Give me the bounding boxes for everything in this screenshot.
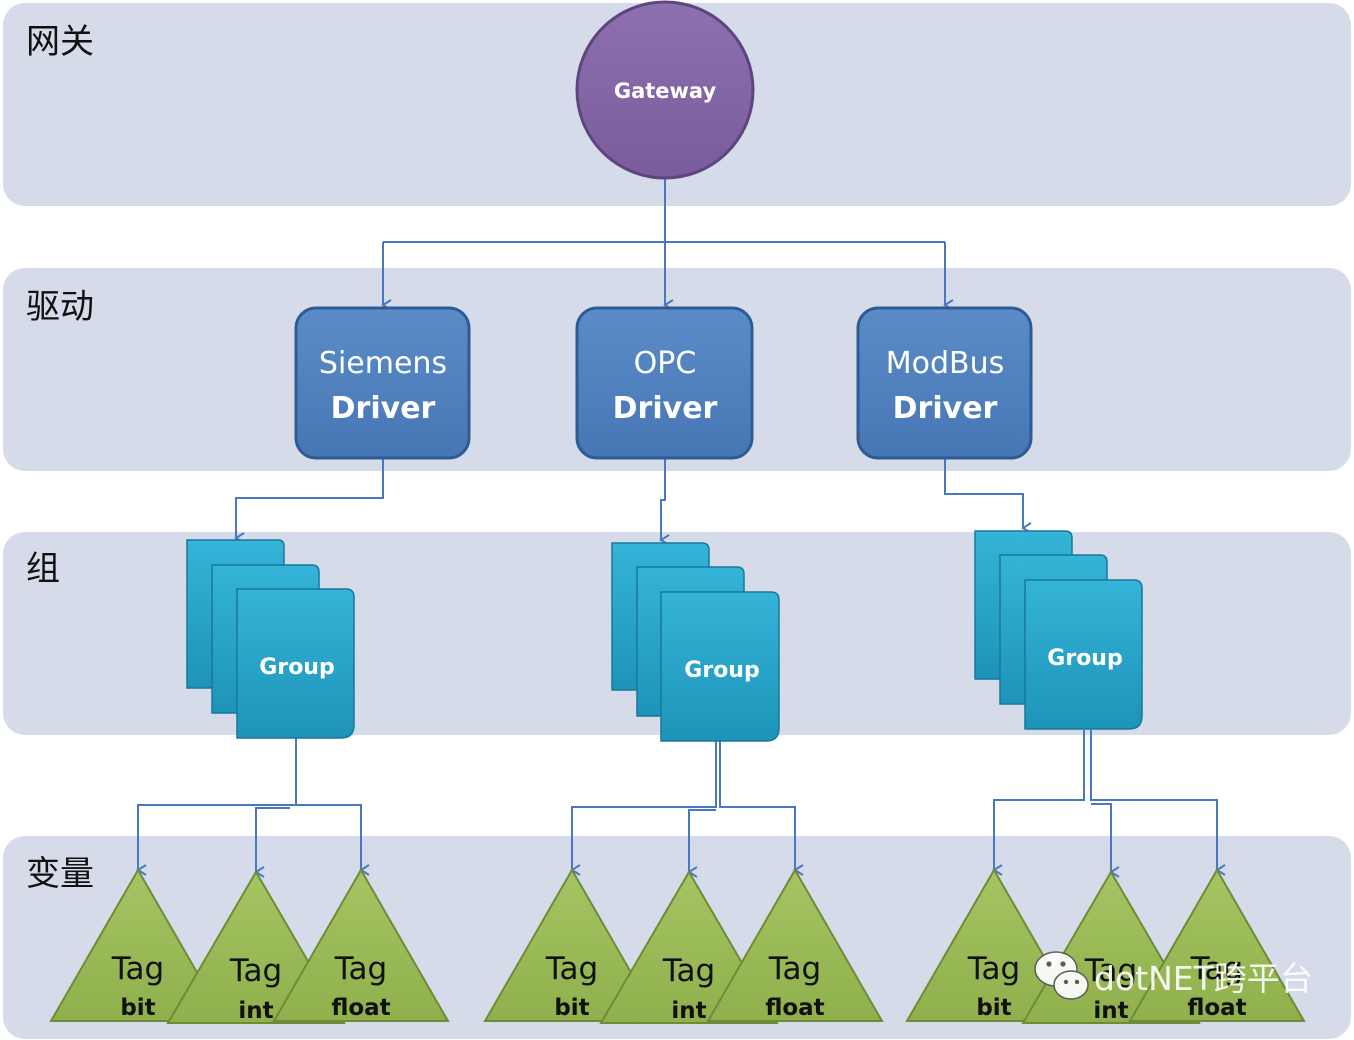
tag-bit: Tag bit [49, 867, 227, 1022]
wechat-icon [1034, 951, 1089, 1000]
driver-modbus: ModBus Driver [856, 306, 1033, 460]
svg-text:float: float [1187, 995, 1246, 1021]
gateway-label: Gateway [614, 79, 717, 103]
svg-text:bit: bit [120, 995, 155, 1021]
group-label: Group [259, 655, 334, 680]
svg-text:Tag: Tag [662, 953, 715, 989]
driver-name: ModBus [886, 346, 1005, 381]
group-label: Group [684, 658, 759, 683]
svg-text:float: float [765, 995, 824, 1021]
svg-text:int: int [671, 998, 706, 1024]
svg-text:Tag: Tag [229, 953, 282, 989]
svg-text:Tag: Tag [111, 951, 164, 987]
tag-bit: Tag bit [483, 867, 661, 1022]
tag-bit: Tag bit [905, 867, 1083, 1022]
driver-sub: Driver [613, 391, 718, 426]
tag-float: Tag float [272, 867, 450, 1022]
svg-text:float: float [331, 995, 390, 1021]
driver-sub: Driver [331, 391, 436, 426]
tag-float: Tag float [1128, 867, 1306, 1022]
group-label: Group [1047, 646, 1122, 671]
group-stack-modbus: Group [974, 530, 1143, 730]
tag-float: Tag float [706, 867, 884, 1022]
svg-text:int: int [238, 998, 273, 1024]
svg-text:Tag: Tag [1190, 951, 1243, 987]
layer-label-tag: 变量 [26, 854, 94, 894]
tag-set-siemens: Tag bit Tag int Tag float [49, 867, 450, 1024]
layer-label-gateway: 网关 [26, 22, 94, 62]
group-stack-opc: Group [611, 542, 780, 742]
driver-siemens: Siemens Driver [294, 306, 471, 460]
svg-text:bit: bit [976, 995, 1011, 1021]
group-stack-siemens: Group [186, 539, 355, 739]
svg-text:Tag: Tag [334, 951, 387, 987]
layer-label-group: 组 [26, 549, 60, 589]
svg-text:int: int [1093, 998, 1128, 1024]
svg-text:Tag: Tag [1084, 953, 1137, 989]
tag-set-opc: Tag bit Tag int Tag float [483, 867, 884, 1024]
connectors-groups-tags [136, 730, 1226, 878]
svg-text:Tag: Tag [768, 951, 821, 987]
svg-text:Tag: Tag [967, 951, 1020, 987]
gateway-node: Gateway [575, 0, 755, 180]
layer-label-driver: 驱动 [26, 287, 94, 327]
driver-name: Siemens [319, 346, 447, 381]
connectors-drivers-groups [234, 459, 1032, 546]
watermark: dotNET跨平台 [1034, 951, 1313, 1000]
watermark-text: dotNET跨平台 [1094, 959, 1313, 998]
svg-text:Tag: Tag [545, 951, 598, 987]
connectors-gateway-drivers [381, 178, 954, 311]
svg-text:bit: bit [554, 995, 589, 1021]
driver-opc: OPC Driver [575, 306, 754, 460]
driver-sub: Driver [893, 391, 998, 426]
driver-name: OPC [634, 346, 697, 381]
